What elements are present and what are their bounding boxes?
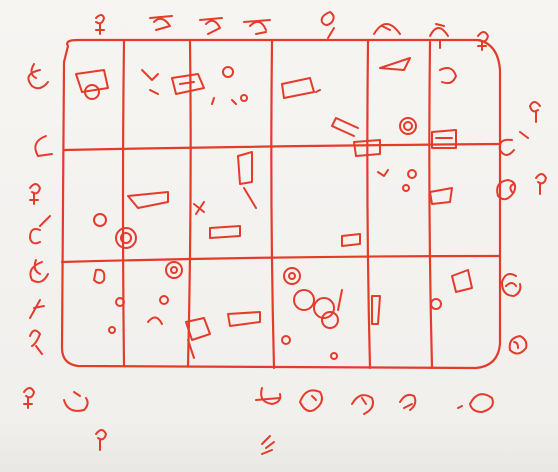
bottom-margin-glyphs bbox=[64, 388, 493, 454]
left-margin-glyphs bbox=[24, 64, 52, 408]
cell-sketches bbox=[76, 58, 472, 359]
grid-line-v5 bbox=[429, 42, 432, 368]
grid-line-v3 bbox=[271, 41, 274, 368]
right-margin-glyphs bbox=[497, 102, 546, 354]
grid-line-v2 bbox=[188, 41, 191, 366]
grid-line-v4 bbox=[367, 41, 370, 368]
grid-line-v1 bbox=[123, 40, 124, 366]
grid-line-h2 bbox=[62, 256, 500, 262]
